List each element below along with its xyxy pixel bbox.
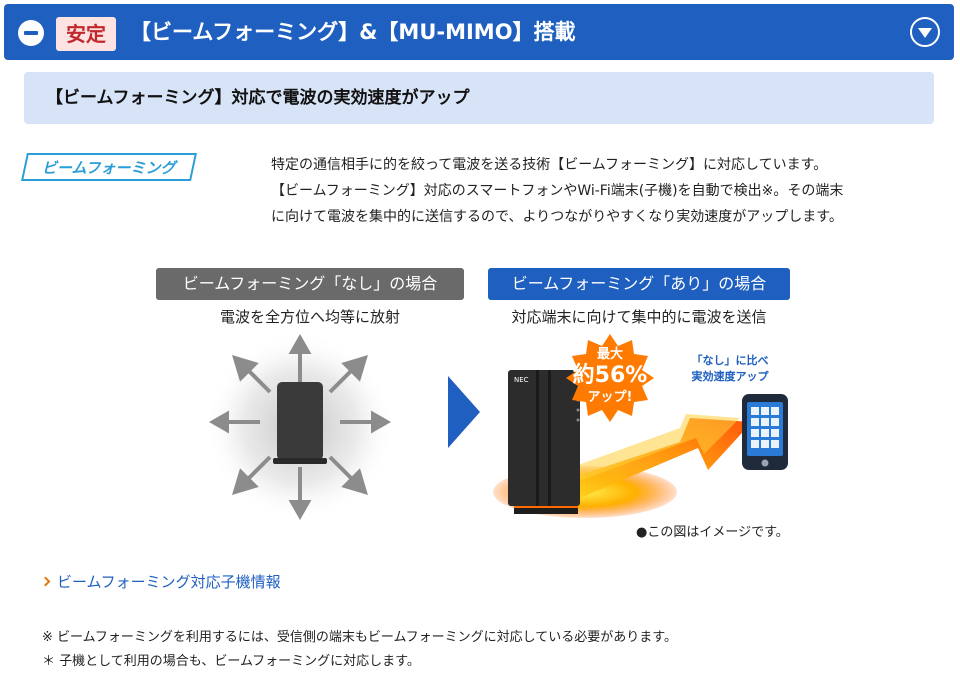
- callout-line: 実効速度アップ: [692, 369, 770, 383]
- collapse-minus-icon[interactable]: [18, 20, 44, 46]
- stability-badge: 安定: [56, 17, 116, 51]
- starburst-badge: 最大 約56% アップ!: [566, 334, 654, 422]
- router-icon: NEC: [508, 370, 580, 514]
- beamforming-diagram: NEC 最大 約56% アップ! 「なし」に比べ 実効速度アップ: [493, 334, 788, 518]
- footnote: ＊ 子機として利用の場合も、ビームフォーミングに対応します。: [42, 654, 420, 669]
- section-title: 【ビームフォーミング】&【MU-MIMO】搭載: [130, 20, 576, 44]
- description-line: 特定の通信相手に的を絞って電波を送る技術【ビームフォーミング】に対応しています。: [271, 157, 828, 173]
- starburst-line: 最大: [597, 346, 623, 362]
- chevron-right-icon: [40, 576, 51, 587]
- description-line: に向けて電波を集中的に送信するので、よりつながりやすくなり実効速度がアップします…: [271, 209, 843, 225]
- speed-callout: 「なし」に比べ 実効速度アップ: [692, 353, 770, 383]
- beam-arrow-icon: [565, 414, 752, 498]
- footnotes: ※ ビームフォーミングを利用するには、受信側の端末もビームフォーミングに対応して…: [42, 626, 677, 674]
- beamforming-logo: ビームフォーミング: [21, 153, 197, 181]
- smartphone-icon: [742, 394, 788, 470]
- description-line: 【ビームフォーミング】対応のスマートフォンやWi-Fi端末(子機)を自動で検出※…: [271, 183, 844, 199]
- feature-description: 特定の通信相手に的を絞って電波を送る技術【ビームフォーミング】に対応しています。…: [271, 152, 941, 230]
- callout-line: 「なし」に比べ: [692, 353, 769, 367]
- radiation-arrows: [208, 333, 392, 521]
- image-note: ●この図はイメージです。: [636, 525, 789, 540]
- without-beamforming-label: ビームフォーミング「なし」の場合: [156, 268, 464, 300]
- omnidirectional-diagram: [205, 332, 395, 522]
- router-icon: [273, 382, 327, 464]
- without-beamforming-caption: 電波を全方位へ均等に放射: [219, 308, 400, 326]
- beamforming-devices-link[interactable]: ビームフォーミング対応子機情報: [40, 571, 281, 592]
- with-beamforming-label: ビームフォーミング「あり」の場合: [488, 268, 790, 300]
- starburst-line: 約56%: [573, 362, 648, 388]
- with-beamforming-caption: 対応端末に向けて集中的に電波を送信: [511, 308, 767, 326]
- section-header[interactable]: 安定 【ビームフォーミング】&【MU-MIMO】搭載: [4, 4, 954, 60]
- router-brand: NEC: [514, 376, 529, 384]
- footnote: ※ ビームフォーミングを利用するには、受信側の端末もビームフォーミングに対応して…: [42, 630, 677, 645]
- subsection-title: 【ビームフォーミング】対応で電波の実効速度がアップ: [46, 88, 470, 108]
- beamforming-logo-text: ビームフォーミング: [42, 158, 176, 177]
- subsection-header: 【ビームフォーミング】対応で電波の実効速度がアップ: [24, 72, 934, 124]
- chevron-down-icon[interactable]: [910, 17, 940, 47]
- chevron-right-icon: [448, 376, 480, 448]
- starburst-line: アップ!: [588, 390, 633, 405]
- link-label: ビームフォーミング対応子機情報: [57, 573, 281, 591]
